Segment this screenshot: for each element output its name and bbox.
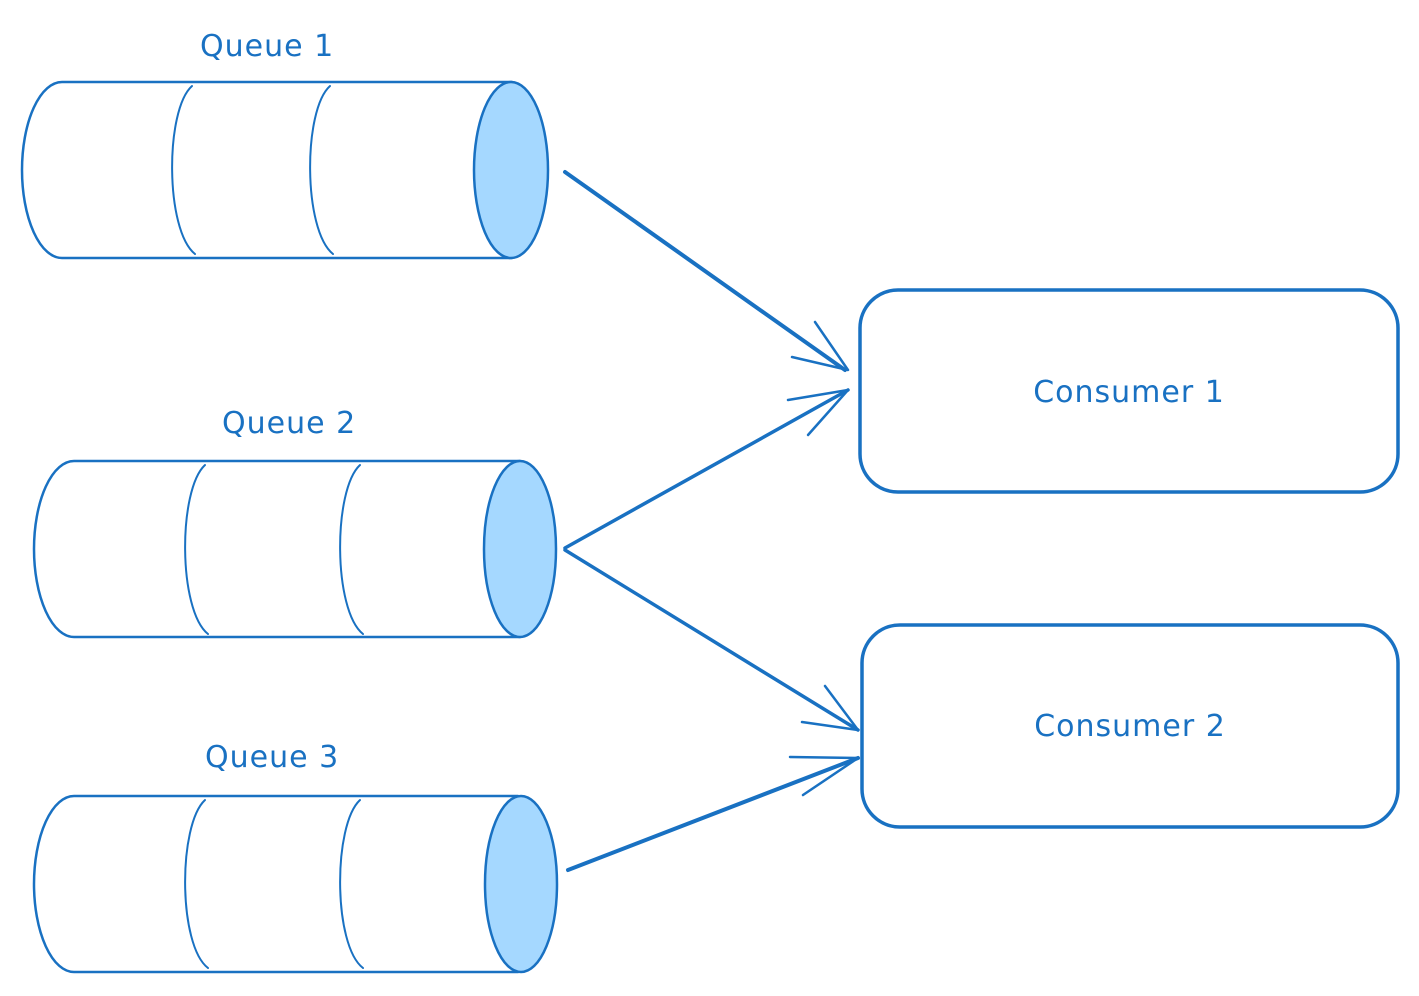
consumer-1-label: Consumer 1 — [1033, 375, 1225, 410]
queue-3-body — [32, 794, 520, 974]
queue-2-end-cap — [482, 459, 558, 639]
queue-1-body — [20, 80, 514, 260]
consumer-1-box — [858, 288, 1400, 494]
queue-3[interactable]: Queue 3 — [32, 740, 559, 974]
consumer-2-label: Consumer 2 — [1034, 709, 1226, 744]
queue-2-label: Queue 2 — [222, 406, 356, 441]
arrow-queue-2-to-consumer-1[interactable] — [563, 388, 850, 550]
arrowhead-icon — [786, 388, 850, 437]
consumer-2-box — [860, 623, 1400, 829]
queue-1-end-cap — [472, 80, 550, 260]
queue-1-label: Queue 1 — [200, 29, 334, 64]
arrowhead-icon — [788, 755, 860, 797]
queue-2-body — [32, 459, 522, 639]
arrowhead-icon — [790, 320, 850, 372]
queue-2[interactable]: Queue 2 — [32, 406, 558, 639]
queue-2-segment-divider — [339, 464, 364, 635]
arrow-queue-2-to-consumer-2[interactable] — [563, 548, 860, 732]
queue-3-label: Queue 3 — [205, 740, 339, 775]
queue-1-segment-divider — [171, 85, 196, 255]
queue-3-segment-divider — [339, 799, 364, 969]
arrowhead-icon — [800, 684, 860, 732]
queue-1[interactable]: Queue 1 — [20, 29, 550, 260]
consumer-1[interactable]: Consumer 1 — [858, 288, 1400, 494]
arrow-queue-1-to-consumer-1[interactable] — [563, 170, 850, 372]
queue-3-end-cap — [483, 794, 559, 974]
arrow-queue-3-to-consumer-2[interactable] — [566, 755, 860, 872]
queue-1-segment-divider — [309, 85, 334, 255]
queue-3-segment-divider — [184, 799, 209, 969]
queue-2-segment-divider — [184, 464, 209, 635]
consumer-2[interactable]: Consumer 2 — [860, 623, 1400, 829]
